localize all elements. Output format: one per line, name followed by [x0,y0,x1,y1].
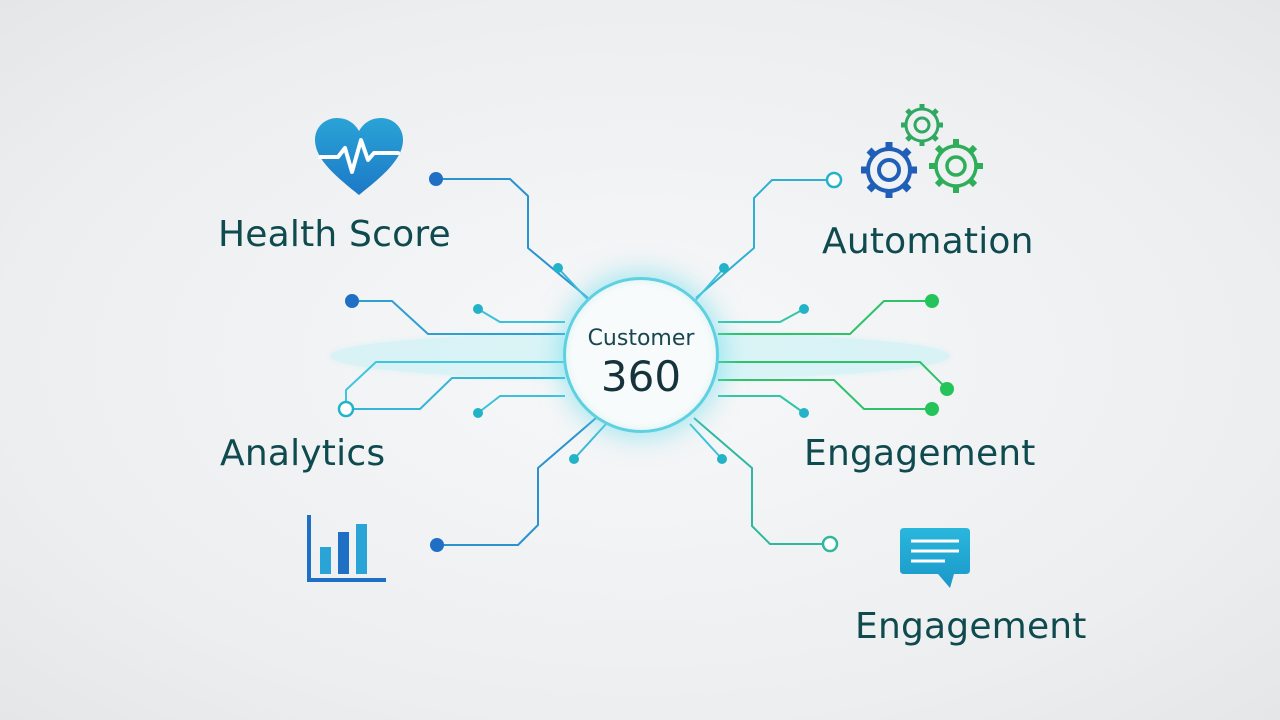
node-right-mid [940,382,954,396]
gear-blue-icon [861,142,917,198]
trace-left-mid-2 [345,361,565,409]
node-analytics-inner [569,454,579,464]
trace-left-lower [477,395,565,414]
hub-title: Customer [587,326,695,351]
node-right-lower-small [799,408,809,418]
gear-small-icon [901,104,943,146]
trace-right-mid [718,361,948,390]
hub-number: 360 [600,352,682,401]
analytics-label: Analytics [220,433,386,474]
node-right-upper [925,294,939,308]
glow-streaks [320,341,990,373]
trace-analytics-inner [573,423,607,460]
gear-green-icon [929,139,983,193]
node-left-upper [345,294,359,308]
node-left-lower-small [473,408,483,418]
trace-right-upper-2 [718,308,805,323]
right-circuit-traces [689,179,948,545]
trace-engagement-inner [689,423,723,460]
trace-left-upper [352,300,565,335]
node-automation-inner [719,263,729,273]
engagement-label-primary: Engagement [804,433,1036,474]
node-left-upper-small [473,304,483,314]
node-right-mid-2 [925,402,939,416]
trace-left-upper-2 [477,308,565,323]
node-right-upper-small [799,304,809,314]
trace-right-upper [718,300,932,335]
left-circuit-traces [345,178,607,546]
trace-automation [695,179,834,299]
trace-automation-inner [693,267,725,303]
automation-label: Automation [822,221,1034,262]
node-left-mid [337,400,355,418]
trace-health-score [436,178,589,299]
node-engagement [821,535,839,553]
node-engagement-inner [717,454,727,464]
customer-360-hub: Customer 360 [563,277,719,433]
circuit-nodes [337,171,954,553]
trace-health-inner [557,267,591,303]
node-analytics [430,538,444,552]
chat-message-icon [900,528,970,588]
engagement-label-secondary: Engagement [855,606,1087,647]
node-automation [825,171,843,189]
gears-icon [861,104,983,198]
trace-left-mid [346,377,565,410]
health-score-label: Health Score [218,214,451,255]
trace-analytics [437,417,597,546]
node-health-inner [553,263,563,273]
trace-right-lower [718,395,805,414]
heart-pulse-icon [315,118,403,195]
trace-engagement [693,417,830,545]
bar-chart-icon [307,515,386,582]
trace-right-mid-2 [718,379,932,410]
node-health-score [429,172,443,186]
